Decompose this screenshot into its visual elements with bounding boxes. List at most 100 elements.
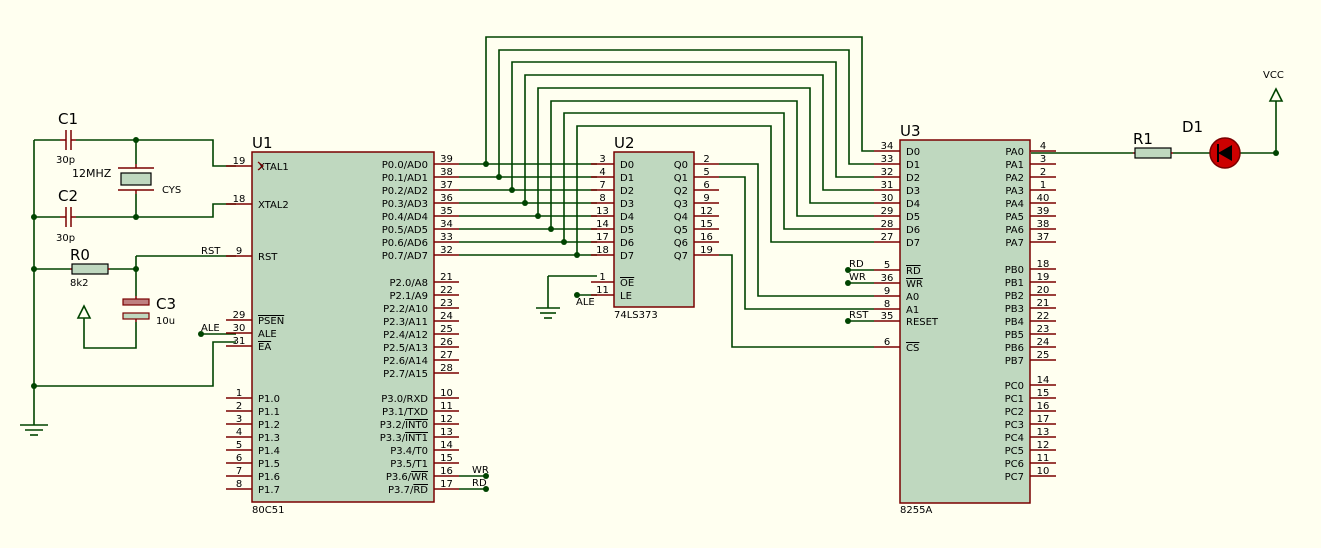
u1-left-pin-5-label: EA [258, 342, 271, 353]
u1-pin-22-number: 22 [440, 285, 453, 296]
u3-right-pin-22-label: PC6 [1005, 459, 1024, 470]
u3-pin-23-number: 23 [1037, 324, 1050, 335]
u1-left-pin-1-label: XTAL2 [258, 200, 289, 211]
u1-left-pin-0-label: XTAL1 [258, 162, 289, 173]
net-label-rd-u3: RD [849, 259, 864, 270]
crystal-freq: 12MHZ [72, 167, 112, 180]
u3-pin-28-number: 28 [881, 219, 894, 230]
net-label-ale-u2: ALE [576, 297, 595, 308]
u2-left-pin-0-label: D0 [620, 160, 634, 171]
u2-pin-7-number: 7 [599, 180, 605, 191]
u1-right-pin-7-label: P0.7/AD7 [382, 251, 428, 262]
u2-pin-12-number: 12 [700, 206, 713, 217]
u1-pin-1-number: 1 [236, 388, 242, 399]
u2-left-pin-5-label: D5 [620, 225, 634, 236]
u2-right-pin-7-label: Q7 [674, 251, 688, 262]
u1-right-pin-17-label: P3.1/TXD [382, 407, 428, 418]
u3-pin-3-number: 3 [1040, 154, 1046, 165]
u3-pin-14-number: 14 [1037, 375, 1050, 386]
u3-left-pin-2-label: D2 [906, 173, 920, 184]
u3-pin-31-number: 31 [881, 180, 894, 191]
u3-pin-25-number: 25 [1037, 350, 1050, 361]
u1-pin-25-number: 25 [440, 324, 453, 335]
u1-left-pin-9-label: P1.3 [258, 433, 280, 444]
u1-right-pin-2-label: P0.2/AD2 [382, 186, 428, 197]
u2-pin-5-number: 5 [703, 167, 709, 178]
u3-right-pin-23-label: PC7 [1005, 472, 1024, 483]
u2-right-pin-0-label: Q0 [674, 160, 688, 171]
u3-left-pin-11-label: A1 [906, 305, 919, 316]
u1-pin-4-number: 4 [236, 427, 242, 438]
u2-pin-3-number: 3 [599, 154, 605, 165]
net-label-wr-u3: WR [849, 272, 866, 283]
u3-right-pin-9-label: PB1 [1005, 278, 1024, 289]
resistor-r1: R1 [1133, 130, 1173, 159]
u3-pin-24-number: 24 [1037, 337, 1050, 348]
u2-right-pin-3-label: Q3 [674, 199, 688, 210]
u3-right-pin-5-label: PA5 [1005, 212, 1024, 223]
u3-right-pin-1-label: PA1 [1005, 160, 1024, 171]
u1-pin-2-number: 2 [236, 401, 242, 412]
u3-pin-32-number: 32 [881, 167, 894, 178]
u3-pin-13-number: 13 [1037, 427, 1050, 438]
u3-pin-33-number: 33 [881, 154, 894, 165]
u2-right-pin-5-label: Q5 [674, 225, 688, 236]
u2-ref: U2 [614, 134, 635, 152]
u2-pin-11-number: 11 [596, 285, 609, 296]
u1-right-pin-3-label: P0.3/AD3 [382, 199, 428, 210]
u1-pin-38-number: 38 [440, 167, 453, 178]
u3-pin-20-number: 20 [1037, 285, 1050, 296]
u3-pin-18-number: 18 [1037, 259, 1050, 270]
u3-pin-15-number: 15 [1037, 388, 1050, 399]
u1-pin-6-number: 6 [236, 453, 242, 464]
u2-left-pin-4-label: D4 [620, 212, 634, 223]
u3-right-pin-0-label: PA0 [1005, 147, 1024, 158]
u2-pin-18-number: 18 [596, 245, 609, 256]
u1-left-pin-8-label: P1.2 [258, 420, 280, 431]
u1-xtal1-clock-mark [257, 161, 264, 171]
capacitor-c2: C2 30p [56, 187, 78, 244]
u2-right-pin-2-label: Q2 [674, 186, 688, 197]
u1-right-pin-13-label: P2.5/A13 [383, 343, 428, 354]
u2-pin-4-number: 4 [599, 167, 605, 178]
u1-left-pin-2-label: RST [258, 252, 278, 263]
u1-pin-29-number: 29 [233, 310, 246, 321]
u3-left-pin-0-label: D0 [906, 147, 920, 158]
u1-pin-12-number: 12 [440, 414, 453, 425]
u2-body [613, 151, 695, 308]
u3-left-pin-6-label: D6 [906, 225, 920, 236]
u3-pin-40-number: 40 [1037, 193, 1050, 204]
u3-pin-29-number: 29 [881, 206, 894, 217]
u3-left-pin-7-label: D7 [906, 238, 920, 249]
u1-pin-13-number: 13 [440, 427, 453, 438]
u3-pin-1-number: 1 [1040, 180, 1046, 191]
u3-right-pin-10-label: PB2 [1005, 291, 1024, 302]
u2-left-pin-1-label: D1 [620, 173, 634, 184]
u3-pin-12-number: 12 [1037, 440, 1050, 451]
u1-pin-17-number: 17 [440, 479, 453, 490]
u3-pin-34-number: 34 [881, 141, 894, 152]
u1-body [251, 151, 435, 503]
u3-pin-30-number: 30 [881, 193, 894, 204]
u1-left-pin-7-label: P1.1 [258, 407, 280, 418]
r1-ref: R1 [1133, 130, 1153, 148]
u1-right-pin-21-label: P3.5/T1 [390, 459, 428, 470]
resistor-r0: R0 8k2 [70, 246, 110, 289]
u1-pin-36-number: 36 [440, 193, 453, 204]
u1-pin-15-number: 15 [440, 453, 453, 464]
c3-value: 10u [156, 316, 175, 327]
u1-pin-27-number: 27 [440, 350, 453, 361]
u3-pin-38-number: 38 [1037, 219, 1050, 230]
c1-value: 30p [56, 155, 75, 166]
u3-right-pin-3-label: PA3 [1005, 186, 1024, 197]
u2-left-pin-8-label: OE [620, 278, 634, 289]
u1-right-pin-18-label: P3.2/INT0 [380, 420, 428, 431]
u1-pin-19-number: 19 [233, 156, 246, 167]
u1-pin-28-number: 28 [440, 363, 453, 374]
ground-symbol-left [20, 424, 48, 436]
u3-pin-4-number: 4 [1040, 141, 1046, 152]
u3-pin-17-number: 17 [1037, 414, 1050, 425]
u3-right-pin-13-label: PB5 [1005, 330, 1024, 341]
net-label-rst-u1: RST [201, 246, 221, 257]
u3-body [899, 139, 1031, 504]
